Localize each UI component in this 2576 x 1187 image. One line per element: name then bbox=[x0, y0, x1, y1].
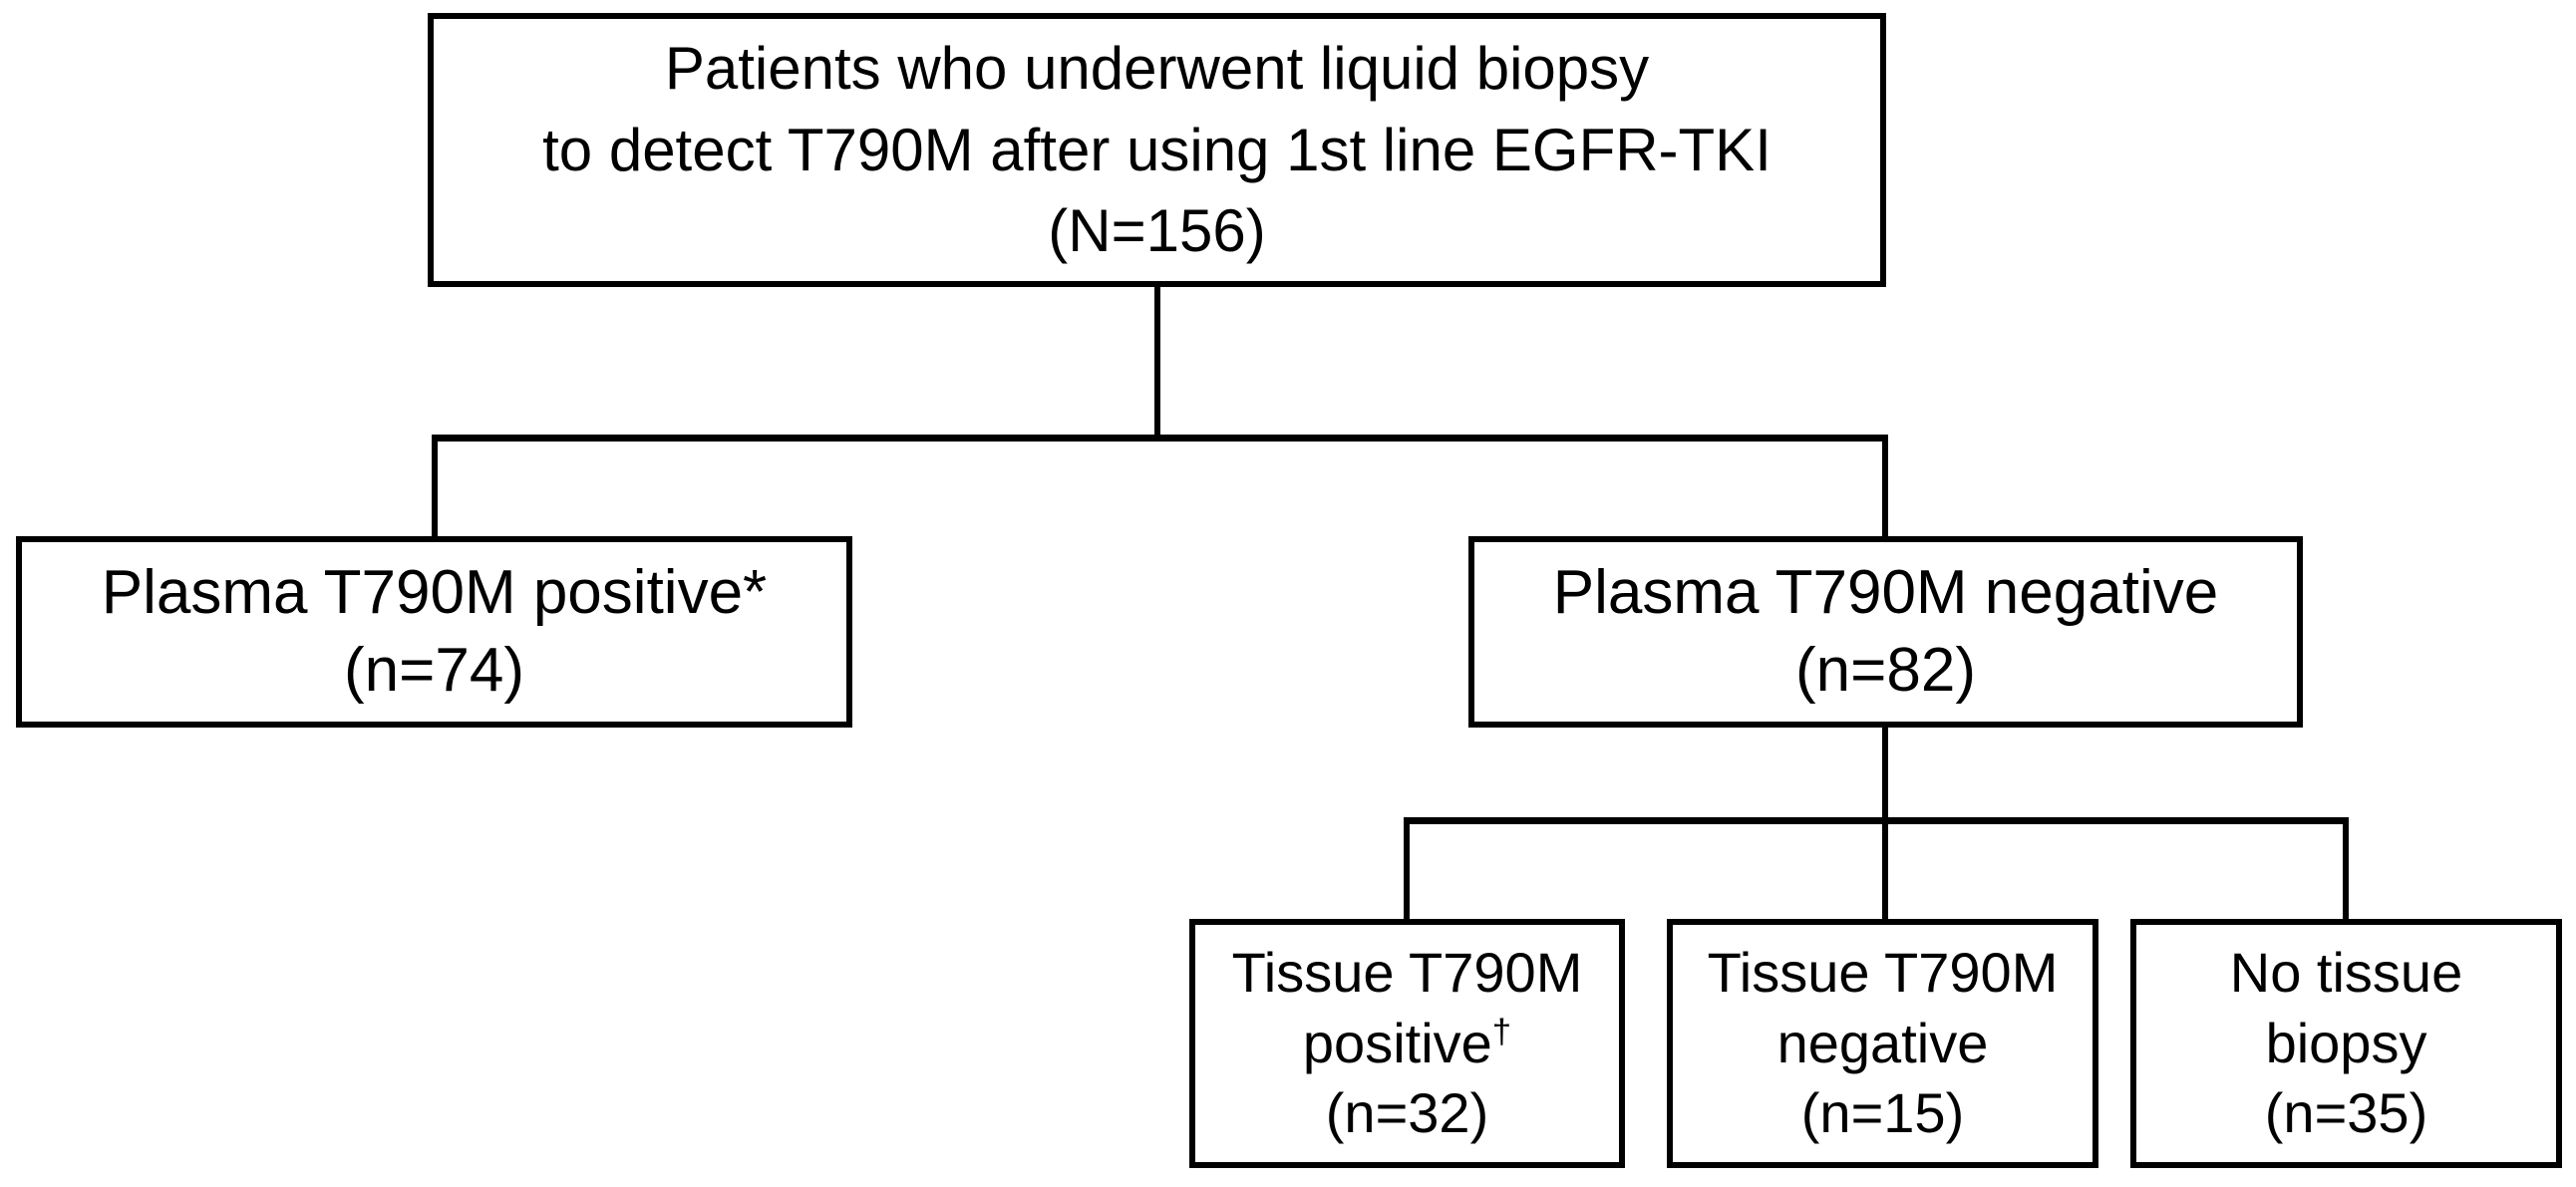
root-count: (N=156) bbox=[1048, 197, 1266, 265]
tissue-negative-line-1: Tissue T790M bbox=[1707, 941, 2059, 1005]
node-tissue-t790m-positive: Tissue T790M positive† (n=32) bbox=[1189, 919, 1625, 1168]
plasma-positive-label: Plasma T790M positive bbox=[101, 557, 744, 627]
dagger-footnote-marker: † bbox=[1491, 1013, 1512, 1051]
no-biopsy-line-2: biopsy bbox=[2265, 1011, 2427, 1074]
tissue-negative-line-2: negative bbox=[1776, 1011, 1989, 1074]
connector-tissue-positive-drop bbox=[1404, 821, 1410, 921]
root-line-2: to detect T790M after using 1st line EGF… bbox=[542, 116, 1771, 183]
tissue-positive-label: positive bbox=[1302, 1011, 1492, 1074]
node-tissue-t790m-negative: Tissue T790M negative (n=15) bbox=[1667, 919, 2098, 1168]
root-line-1: Patients who underwent liquid biopsy bbox=[664, 35, 1650, 103]
connector-no-biopsy-drop bbox=[2343, 821, 2349, 921]
connector-row2-horizontal-bar bbox=[432, 435, 1888, 442]
connector-tissue-negative-drop bbox=[1882, 821, 1888, 921]
connector-root-stem bbox=[1154, 287, 1160, 439]
plasma-negative-count: (n=82) bbox=[1795, 636, 1976, 705]
connector-plasma-positive-drop bbox=[432, 439, 438, 538]
node-no-tissue-biopsy: No tissue biopsy (n=35) bbox=[2130, 919, 2562, 1168]
tissue-positive-line-1: Tissue T790M bbox=[1231, 941, 1583, 1005]
connector-row3-horizontal-bar bbox=[1404, 817, 2349, 824]
connector-negative-stem bbox=[1882, 726, 1888, 820]
plasma-negative-label: Plasma T790M negative bbox=[1552, 557, 2219, 627]
plasma-positive-label-line: Plasma T790M positive* bbox=[102, 554, 767, 632]
tissue-negative-count: (n=15) bbox=[1800, 1081, 1965, 1145]
node-plasma-t790m-positive: Plasma T790M positive* (n=74) bbox=[16, 536, 852, 728]
no-biopsy-line-1: No tissue bbox=[2229, 941, 2463, 1005]
tissue-positive-count: (n=32) bbox=[1325, 1081, 1489, 1145]
plasma-positive-count: (n=74) bbox=[344, 636, 524, 705]
node-plasma-t790m-negative: Plasma T790M negative (n=82) bbox=[1468, 536, 2303, 728]
no-biopsy-count: (n=35) bbox=[2264, 1081, 2428, 1145]
tissue-positive-line-2: positive† bbox=[1303, 1009, 1511, 1079]
connector-plasma-negative-drop bbox=[1882, 439, 1888, 538]
node-root: Patients who underwent liquid biopsy to … bbox=[428, 13, 1886, 287]
asterisk-footnote-marker: * bbox=[743, 557, 768, 627]
